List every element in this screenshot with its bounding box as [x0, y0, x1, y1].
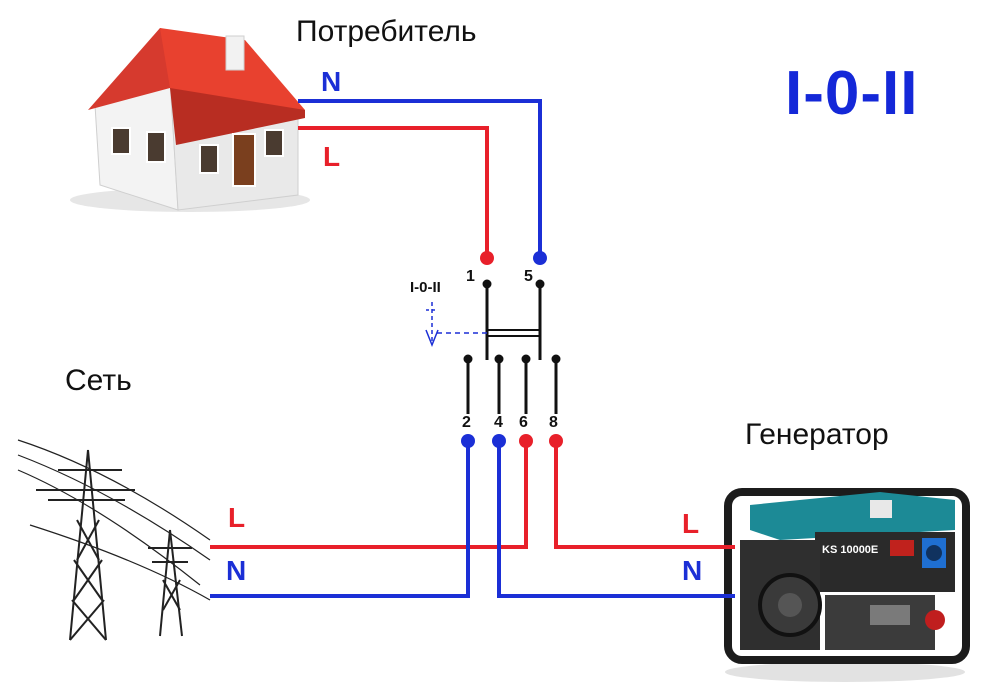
consumer-phase-label: L — [323, 141, 341, 172]
switch-position-label: I-0-II — [410, 279, 441, 296]
terminal-4-dot — [492, 434, 506, 448]
terminal-6-dot — [519, 434, 533, 448]
consumer-neutral-label: N — [321, 66, 342, 97]
terminal-5-dot — [533, 251, 547, 265]
grid-phase-wire — [210, 443, 528, 549]
diagram-title: I-0-II — [785, 59, 919, 128]
terminal-2-dot — [461, 434, 475, 448]
pin-2-label: 2 — [462, 414, 471, 431]
pin-5-label: 5 — [524, 268, 533, 285]
generator-neutral-label: N — [682, 555, 703, 586]
generator-phase-wire — [554, 443, 735, 549]
consumer-neutral-wire — [298, 99, 542, 256]
grid-neutral-wire — [210, 443, 470, 598]
grid-label: Сеть — [65, 364, 132, 397]
pin-8-label: 8 — [549, 414, 558, 431]
pin-6-label: 6 — [519, 414, 528, 431]
consumer-phase-wire — [298, 126, 489, 256]
generator-neutral-wire — [497, 443, 735, 598]
consumer-label: Потребитель — [296, 15, 477, 48]
terminal-1-dot — [480, 251, 494, 265]
generator-label: Генератор — [745, 418, 889, 451]
generator-phase-label: L — [682, 508, 700, 539]
pin-1-label: 1 — [466, 268, 475, 285]
pin-4-label: 4 — [494, 414, 503, 431]
generator-icon — [724, 488, 970, 682]
generator-model-label: KS 10000E — [822, 544, 879, 556]
terminal-8-dot — [549, 434, 563, 448]
grid-neutral-label: N — [226, 555, 247, 586]
power-line-towers-icon — [17, 439, 211, 641]
grid-phase-label: L — [228, 502, 246, 533]
house-icon — [70, 28, 310, 212]
changeover-switch-symbol — [425, 279, 561, 414]
